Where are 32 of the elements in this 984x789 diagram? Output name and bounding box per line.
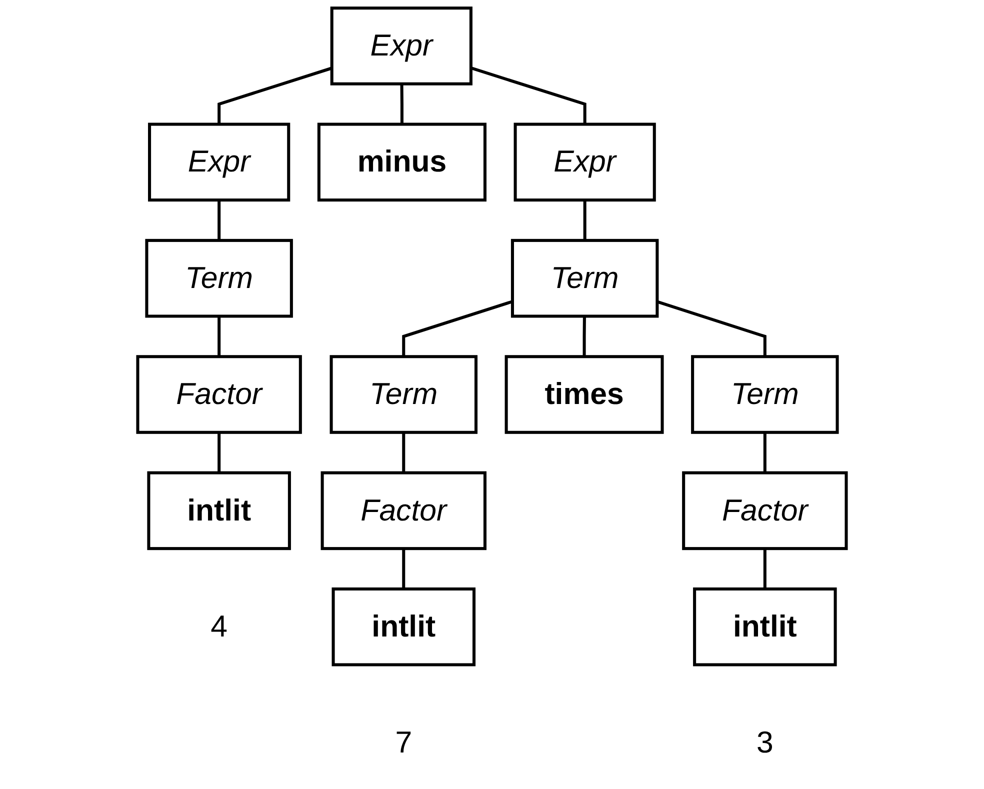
node-box: minus [317,122,486,202]
node-box: intlit [693,587,837,666]
node-box: Expr [148,122,290,202]
node-box: intlit [147,471,291,550]
node-box: times [504,355,664,434]
connector [402,300,513,357]
node-label: 4 [210,610,228,644]
connector [218,432,221,473]
connector [583,200,586,240]
node-box: Factor [136,355,302,434]
node-label: 3 [756,726,774,760]
connector [763,432,766,473]
node-box: Expr [514,122,656,202]
node-box: Factor [682,471,848,550]
node-box: Term [330,355,478,434]
connector [582,316,586,357]
connector [218,66,332,124]
connector [218,200,221,240]
connector [656,300,766,357]
connector [218,316,221,357]
connector [763,548,766,589]
node-box: Term [510,238,659,318]
node-label: 7 [395,726,412,760]
node-box: Expr [330,6,472,86]
node-box: Term [145,238,293,318]
node-box: intlit [332,587,476,666]
connector [402,432,406,473]
connector [400,84,404,124]
connector [402,548,406,589]
node-box: Term [691,355,839,434]
connector [470,66,586,124]
node-box: Factor [320,471,486,550]
